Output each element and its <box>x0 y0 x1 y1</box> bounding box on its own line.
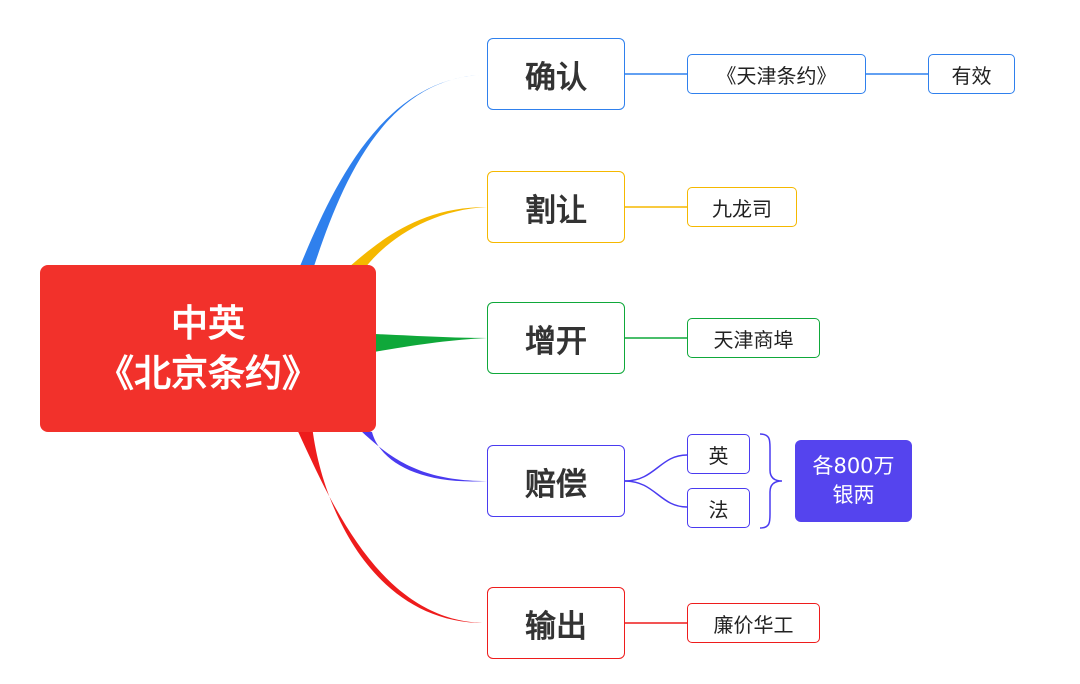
link-root-confirm <box>290 75 487 290</box>
leaf-valid[interactable]: 有效 <box>928 54 1015 94</box>
leaf-uk[interactable]: 英 <box>687 434 750 474</box>
link-indemnity-fr <box>624 480 688 508</box>
leaf-tianjin-port[interactable]: 天津商埠 <box>687 318 820 358</box>
note-line-1: 各800万 <box>812 454 895 478</box>
leaf-tianjin-treaty[interactable]: 《天津条约》 <box>687 54 866 94</box>
link-indemnity-uk <box>624 454 688 482</box>
branch-indemnity[interactable]: 赔偿 <box>487 445 625 517</box>
branch-cede[interactable]: 割让 <box>487 171 625 243</box>
root-line-2: 《北京条约》 <box>97 351 319 395</box>
branch-export[interactable]: 输出 <box>487 587 625 659</box>
link-root-export <box>295 425 487 624</box>
link-root-indemnity <box>360 430 487 482</box>
leaf-kowloon[interactable]: 九龙司 <box>687 187 797 227</box>
branch-confirm[interactable]: 确认 <box>487 38 625 110</box>
leaf-france[interactable]: 法 <box>687 488 750 528</box>
link-root-open <box>374 334 487 352</box>
branch-open[interactable]: 增开 <box>487 302 625 374</box>
link-root-cede <box>348 207 487 272</box>
brace <box>759 433 783 529</box>
indemnity-summary-note[interactable]: 各800万 银两 <box>795 440 912 522</box>
leaf-coolie-labor[interactable]: 廉价华工 <box>687 603 820 643</box>
root-topic[interactable]: 中英 《北京条约》 <box>40 265 376 432</box>
note-line-2: 银两 <box>832 483 875 507</box>
root-line-1: 中英 <box>171 301 245 345</box>
